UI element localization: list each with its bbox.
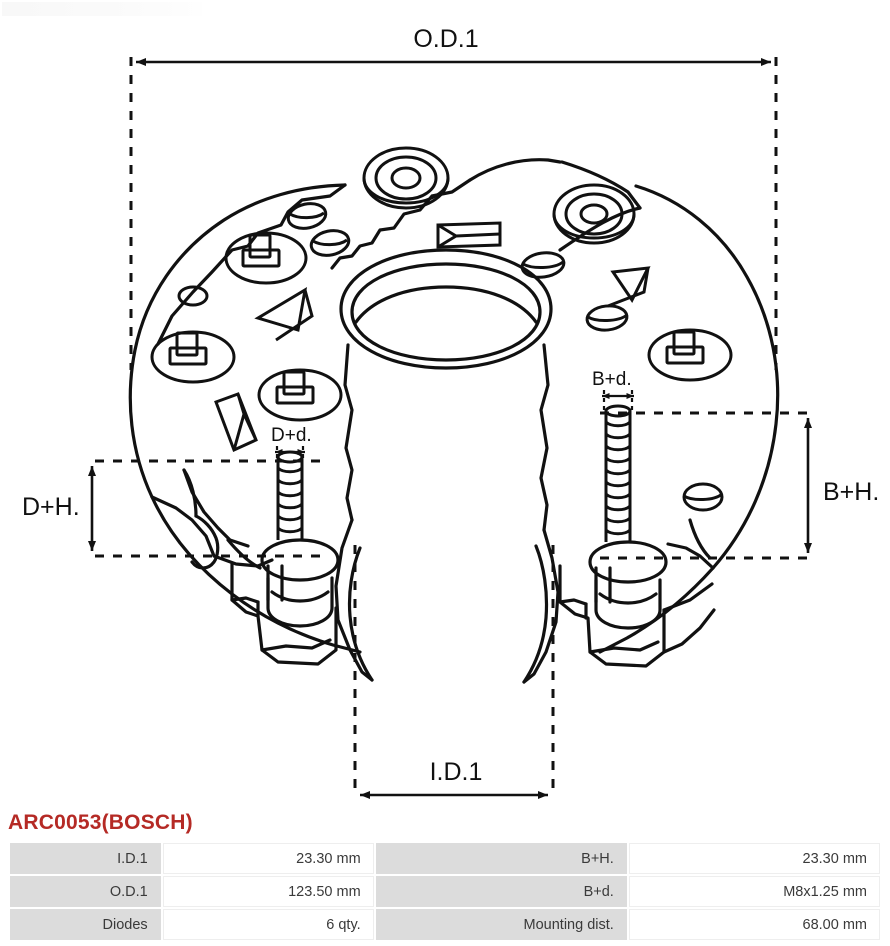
dimension-id1 [353,545,555,799]
table-row: Diodes 6 qty. Mounting dist. 68.00 mm [10,909,880,940]
dimension-label-id1: I.D.1 [430,758,483,786]
terminal-tab [436,221,502,249]
table-row: O.D.1 123.50 mm B+d. M8x1.25 mm [10,876,880,907]
spec-label-mounting-dist: Mounting dist. [375,909,627,940]
dimension-od1 [129,57,778,370]
dimension-label-bh: B+H. [823,478,879,506]
bosses-and-holes [150,146,733,512]
dimension-bh [600,411,812,560]
stud-left [276,450,304,540]
rotation-arrow-left [254,287,314,342]
spec-value-diodes: 6 qty. [162,909,374,940]
diode-bar-left [214,392,258,453]
dimension-label-dh: D+H. [22,493,80,521]
part-title: ARC0053(BOSCH) [8,811,193,834]
spec-value-od1: 123.50 mm [162,876,374,907]
diode-pocket-group [150,231,733,422]
table-row: I.D.1 23.30 mm B+H. 23.30 mm [10,843,880,874]
top-edge-artifact [2,2,202,16]
spec-value-mounting-dist: 68.00 mm [628,909,880,940]
dimension-label-bd: B+d. [592,369,632,390]
dimension-bd [602,390,634,412]
spec-value-bd: M8x1.25 mm [628,876,880,907]
rotation-arrow-right [607,266,651,308]
dimension-dh [88,459,320,558]
stud-right [604,404,632,542]
vent-holes [177,202,724,512]
spec-label-od1: O.D.1 [10,876,161,907]
spec-label-bh: B+H. [375,843,627,874]
technical-drawing: O.D.1 I.D.1 D+H. B+H. [22,25,879,799]
spec-value-id1: 23.30 mm [162,843,374,874]
dimension-label-dd: D+d. [271,425,312,446]
spec-label-diodes: Diodes [10,909,161,940]
rectifier-body-outline [128,158,780,684]
spec-value-bh: 23.30 mm [628,843,880,874]
dimension-dd [275,446,305,458]
dimension-label-od1: O.D.1 [413,25,478,53]
spec-label-bd: B+d. [375,876,627,907]
specification-table: I.D.1 23.30 mm B+H. 23.30 mm O.D.1 123.5… [8,841,882,942]
spec-label-id1: I.D.1 [10,843,161,874]
